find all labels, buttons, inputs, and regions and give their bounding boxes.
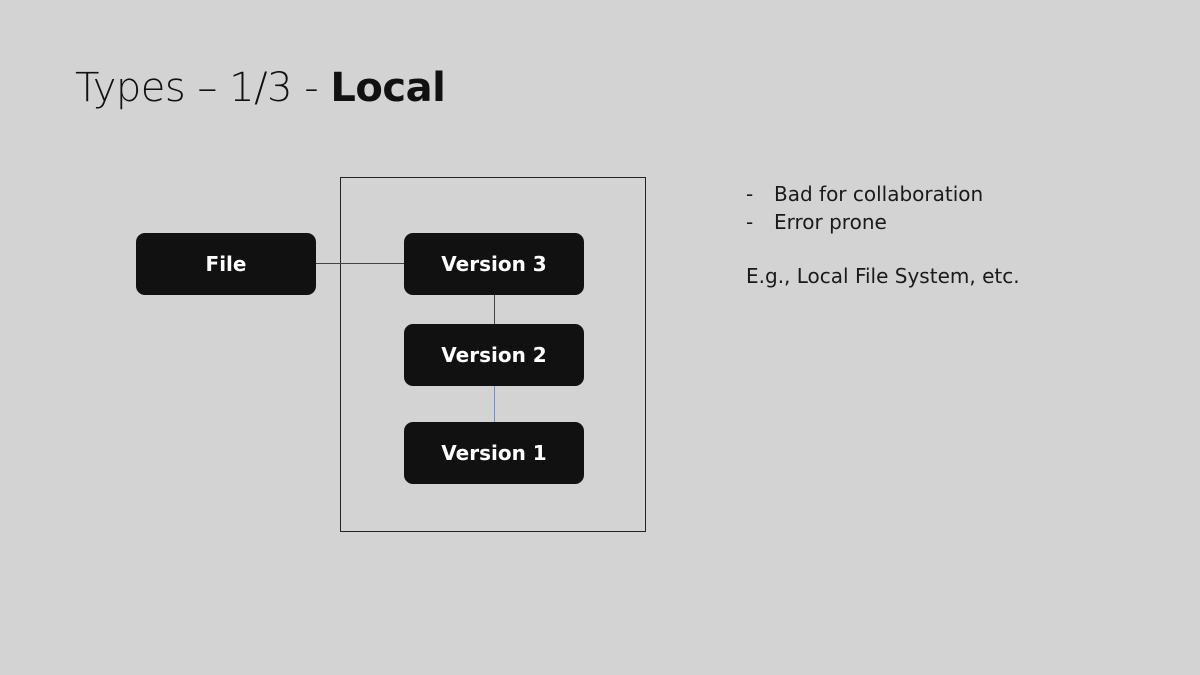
connector-file-to-version-3 [315, 263, 405, 264]
bullet-dash: - [746, 210, 754, 234]
notes-panel: - Bad for collaboration - Error prone E.… [746, 180, 1020, 290]
connector-version-3-to-version-2 [494, 294, 495, 325]
bullet-dash: - [746, 182, 754, 206]
bullet-text: Bad for collaboration [774, 182, 984, 206]
title-emphasis: Local [330, 65, 446, 111]
example-text: E.g., Local File System, etc. [746, 264, 1020, 288]
connector-version-2-to-version-1 [494, 386, 495, 423]
version-1-node: Version 1 [404, 422, 584, 484]
drawback-list: - Bad for collaboration - Error prone [746, 180, 1020, 236]
local-repository-box [340, 177, 646, 532]
list-item: - Bad for collaboration [746, 180, 1020, 208]
title-prefix: Types – 1/3 - [75, 65, 331, 111]
slide-title: Types – 1/3 - Local [75, 62, 446, 114]
version-3-node: Version 3 [404, 233, 584, 295]
bullet-text: Error prone [774, 210, 887, 234]
version-2-node: Version 2 [404, 324, 584, 386]
file-node: File [136, 233, 316, 295]
list-item: - Error prone [746, 208, 1020, 236]
